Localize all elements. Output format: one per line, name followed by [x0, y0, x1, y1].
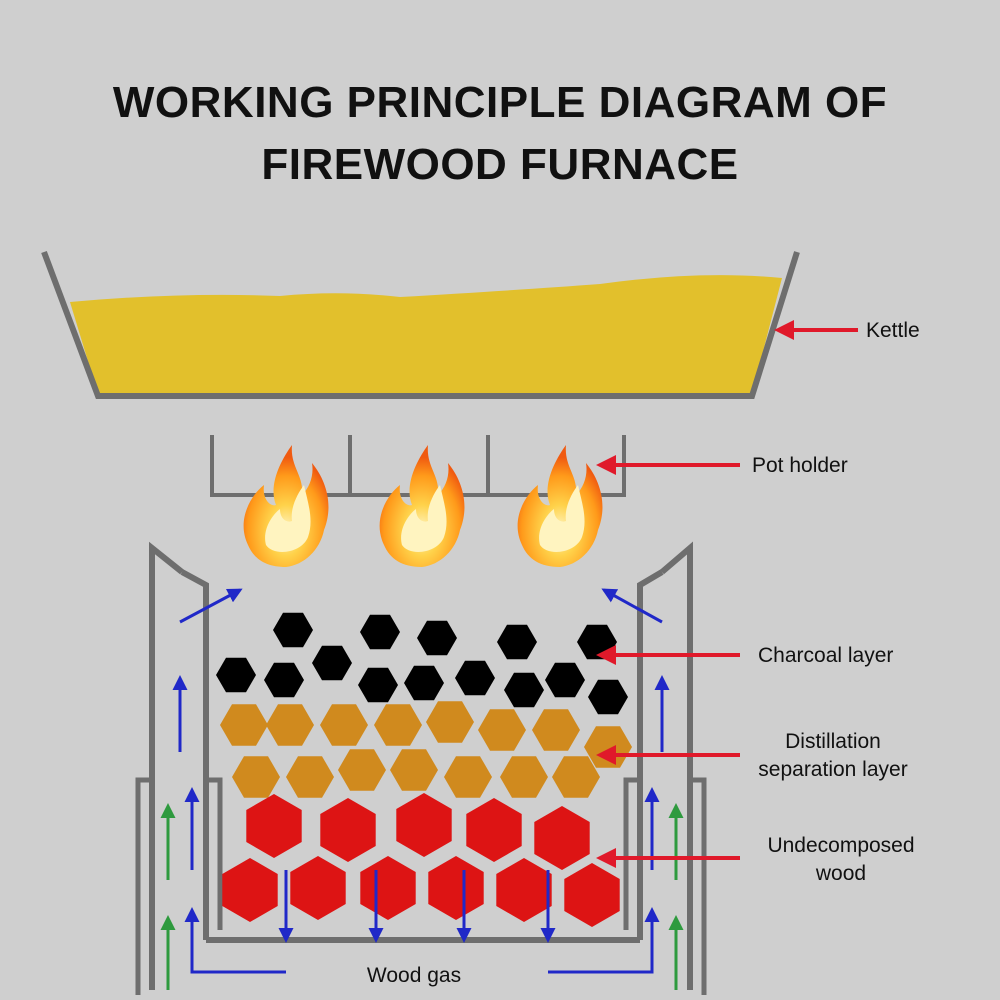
flame-icon	[243, 445, 329, 567]
flame-icon	[379, 445, 465, 567]
wood-piece	[246, 794, 302, 858]
wood-piece	[564, 863, 620, 927]
air-flow-arrow	[179, 588, 243, 624]
label-arrows	[596, 320, 858, 868]
distillation-piece	[500, 756, 548, 798]
label-pot-holder: Pot holder	[752, 454, 848, 477]
furnace-walls	[149, 541, 693, 990]
charcoal-piece	[545, 662, 585, 698]
wood-piece	[496, 858, 552, 922]
distillation-piece	[444, 756, 492, 798]
charcoal-piece	[360, 614, 400, 650]
kettle-liquid	[70, 275, 782, 394]
wood-piece	[534, 806, 590, 870]
wood-piece	[466, 798, 522, 862]
charcoal-piece	[588, 679, 628, 715]
charcoal-piece	[273, 612, 313, 648]
flame-icon	[517, 445, 603, 567]
distillation-piece	[286, 756, 334, 798]
charcoal-piece	[312, 645, 352, 681]
wood-piece	[320, 798, 376, 862]
charcoal-piece	[264, 662, 304, 698]
distillation-piece	[266, 704, 314, 746]
wood-piece	[290, 856, 346, 920]
wood-piece	[360, 856, 416, 920]
distillation-piece	[552, 756, 600, 798]
wood-piece	[428, 856, 484, 920]
distillation-piece	[584, 726, 632, 768]
wood-gas-arrow	[184, 907, 286, 974]
charcoal-piece	[497, 624, 537, 660]
page-title: WORKING PRINCIPLE DIAGRAM OF FIREWOOD FU…	[0, 72, 1000, 196]
charcoal-piece	[358, 667, 398, 703]
flames	[243, 445, 603, 567]
distillation-piece	[374, 704, 422, 746]
fuel-layers	[216, 612, 632, 927]
distillation-piece	[478, 709, 526, 751]
wood-gas-arrow	[548, 907, 660, 974]
charcoal-piece	[404, 665, 444, 701]
distillation-piece	[426, 701, 474, 743]
right-outer-wall	[660, 541, 693, 990]
label-distillation-line-1: Distillation	[785, 730, 881, 753]
wood-piece	[222, 858, 278, 922]
furnace-wall-details	[135, 777, 707, 995]
distillation-piece	[532, 709, 580, 751]
distillation-piece	[220, 704, 268, 746]
wood-piece	[396, 793, 452, 857]
charcoal-piece	[216, 657, 256, 693]
charcoal-piece	[504, 672, 544, 708]
right-inner-wall	[637, 569, 664, 940]
label-distillation-line-2: separation layer	[758, 758, 907, 781]
kettle	[41, 250, 800, 399]
charcoal-piece	[417, 620, 457, 656]
title-line-1: WORKING PRINCIPLE DIAGRAM OF	[112, 78, 888, 127]
distillation-piece	[320, 704, 368, 746]
distillation-piece	[338, 749, 386, 791]
title-line-2: FIREWOOD FURNACE	[261, 140, 739, 189]
label-undecomposed-line-1: Undecomposed	[767, 834, 914, 857]
air-flow-arrow	[601, 588, 663, 624]
label-wood-gas: Wood gas	[367, 964, 461, 987]
air-flow	[160, 588, 684, 990]
distillation-piece	[390, 749, 438, 791]
left-outer-wall	[149, 541, 184, 990]
left-inner-wall	[180, 569, 209, 940]
charcoal-piece	[455, 660, 495, 696]
label-charcoal-layer: Charcoal layer	[758, 644, 893, 667]
label-undecomposed-line-2: wood	[815, 862, 866, 885]
charcoal-piece	[577, 624, 617, 660]
distillation-piece	[232, 756, 280, 798]
label-kettle: Kettle	[866, 319, 920, 342]
